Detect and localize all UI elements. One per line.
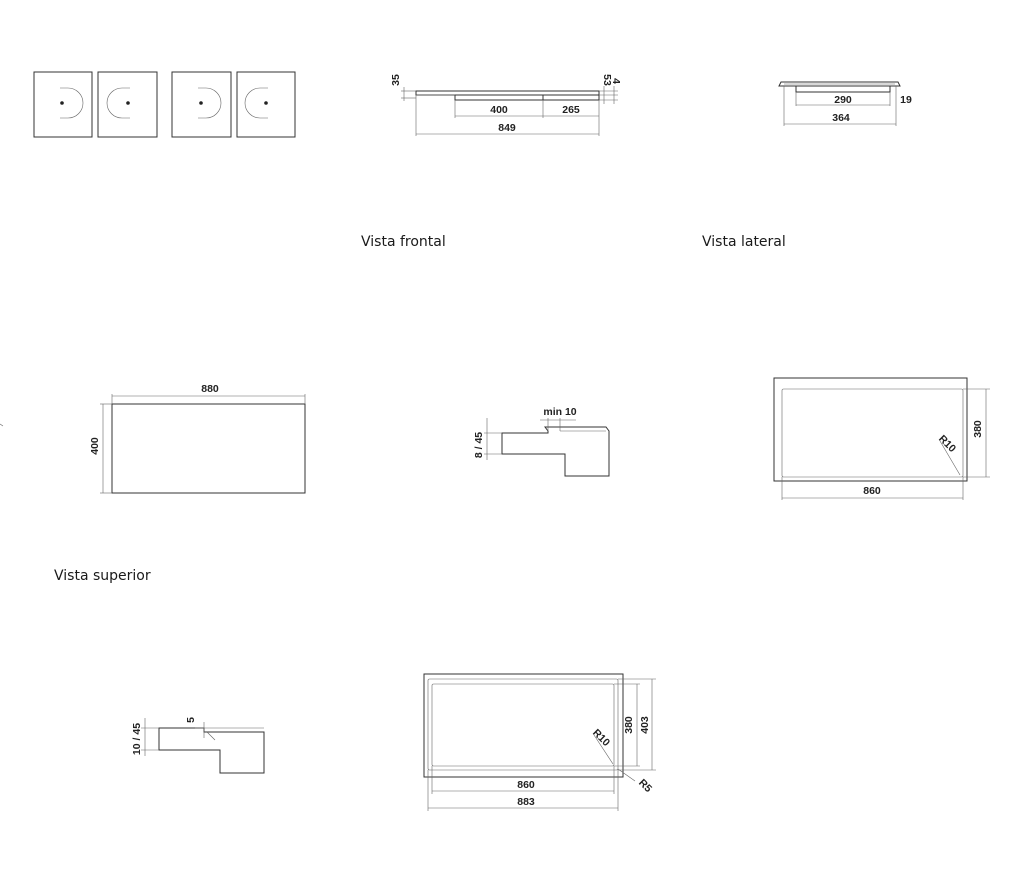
detail1-worktop-section <box>501 426 610 477</box>
cutout2-dim-r10: R10 <box>590 727 612 749</box>
hob-2-control-dot-right <box>264 101 268 105</box>
top-view: 880 400 <box>89 383 306 494</box>
cutout2-rebate <box>427 678 619 771</box>
side-dim-19: 19 <box>900 94 912 106</box>
hob-1-zone-left <box>33 71 93 138</box>
side-dim-290: 290 <box>834 94 852 106</box>
caption-side-view: Vista lateral <box>702 234 786 250</box>
cutout-2: 380 403 R10 R5 860 883 <box>423 673 656 811</box>
hob-1-control-dot-right <box>126 101 130 105</box>
cutout1-inner <box>781 388 964 478</box>
hob-2-zone-left <box>171 71 232 138</box>
top-outline <box>111 403 306 494</box>
top-dim-880: 880 <box>201 383 219 395</box>
detail1-dim-min10: min 10 <box>543 406 576 418</box>
cutout1-dim-r10: R10 <box>936 433 958 455</box>
detail-rebate-section: 5 10 / 45 <box>131 717 265 774</box>
cutout2-r5-leader <box>617 768 636 782</box>
hob-plan-view <box>33 71 296 138</box>
front-dim-849: 849 <box>498 122 516 134</box>
front-dim-35: 35 <box>390 74 402 86</box>
hob-2-zone-right-outline <box>244 87 268 119</box>
cutout2-dim-403: 403 <box>639 716 651 734</box>
edge-mark <box>0 423 4 427</box>
caption-front-view: Vista frontal <box>361 234 446 250</box>
hob-2-control-dot-left <box>199 101 203 105</box>
cutout2-outer <box>423 673 624 778</box>
side-glass-top <box>778 81 901 87</box>
detail2-bevel <box>206 731 216 741</box>
side-dim-364: 364 <box>832 112 850 124</box>
front-box-left <box>454 94 544 101</box>
side-view: 290 19 364 <box>778 81 912 126</box>
cutout2-dim-380: 380 <box>623 716 635 734</box>
hob-2-zone-right <box>236 71 296 138</box>
cutout2-dim-860: 860 <box>517 779 535 791</box>
side-box <box>795 85 891 93</box>
top-dim-400: 400 <box>89 437 101 455</box>
hob-1-zone-left-outline <box>60 87 84 119</box>
front-box-right <box>542 94 600 101</box>
hob-1-zone-right <box>97 71 158 138</box>
cutout1-dim-860: 860 <box>863 485 881 497</box>
detail1-dim-8-45: 8 / 45 <box>473 432 485 458</box>
front-view: 35 53 4 400 265 849 <box>390 74 622 136</box>
cutout1-dim-380: 380 <box>972 420 984 438</box>
cutout-1: 380 R10 860 <box>773 377 990 500</box>
cutout1-r10-leader <box>939 440 961 476</box>
detail-flush-section: min 10 8 / 45 <box>473 406 610 477</box>
front-dim-400: 400 <box>490 104 508 116</box>
hob-1-zone-right-outline <box>106 87 130 119</box>
hob-2-zone-left-outline <box>198 87 222 119</box>
detail2-dim-10-45: 10 / 45 <box>131 723 143 755</box>
caption-top-view: Vista superior <box>54 568 151 584</box>
cutout2-dim-883: 883 <box>517 796 535 808</box>
cutout2-inner <box>431 683 615 767</box>
front-dim-53: 53 <box>601 74 613 86</box>
cutout2-r10-leader <box>593 734 614 765</box>
front-dim-4: 4 <box>610 78 622 84</box>
hob-1-control-dot-left <box>60 101 64 105</box>
cutout1-outer <box>773 377 968 482</box>
detail2-worktop-section <box>158 727 265 774</box>
cutout2-dim-r5: R5 <box>636 777 654 795</box>
front-glass-top <box>415 90 600 96</box>
front-dim-265: 265 <box>562 104 580 116</box>
detail2-dim-5: 5 <box>185 717 197 723</box>
